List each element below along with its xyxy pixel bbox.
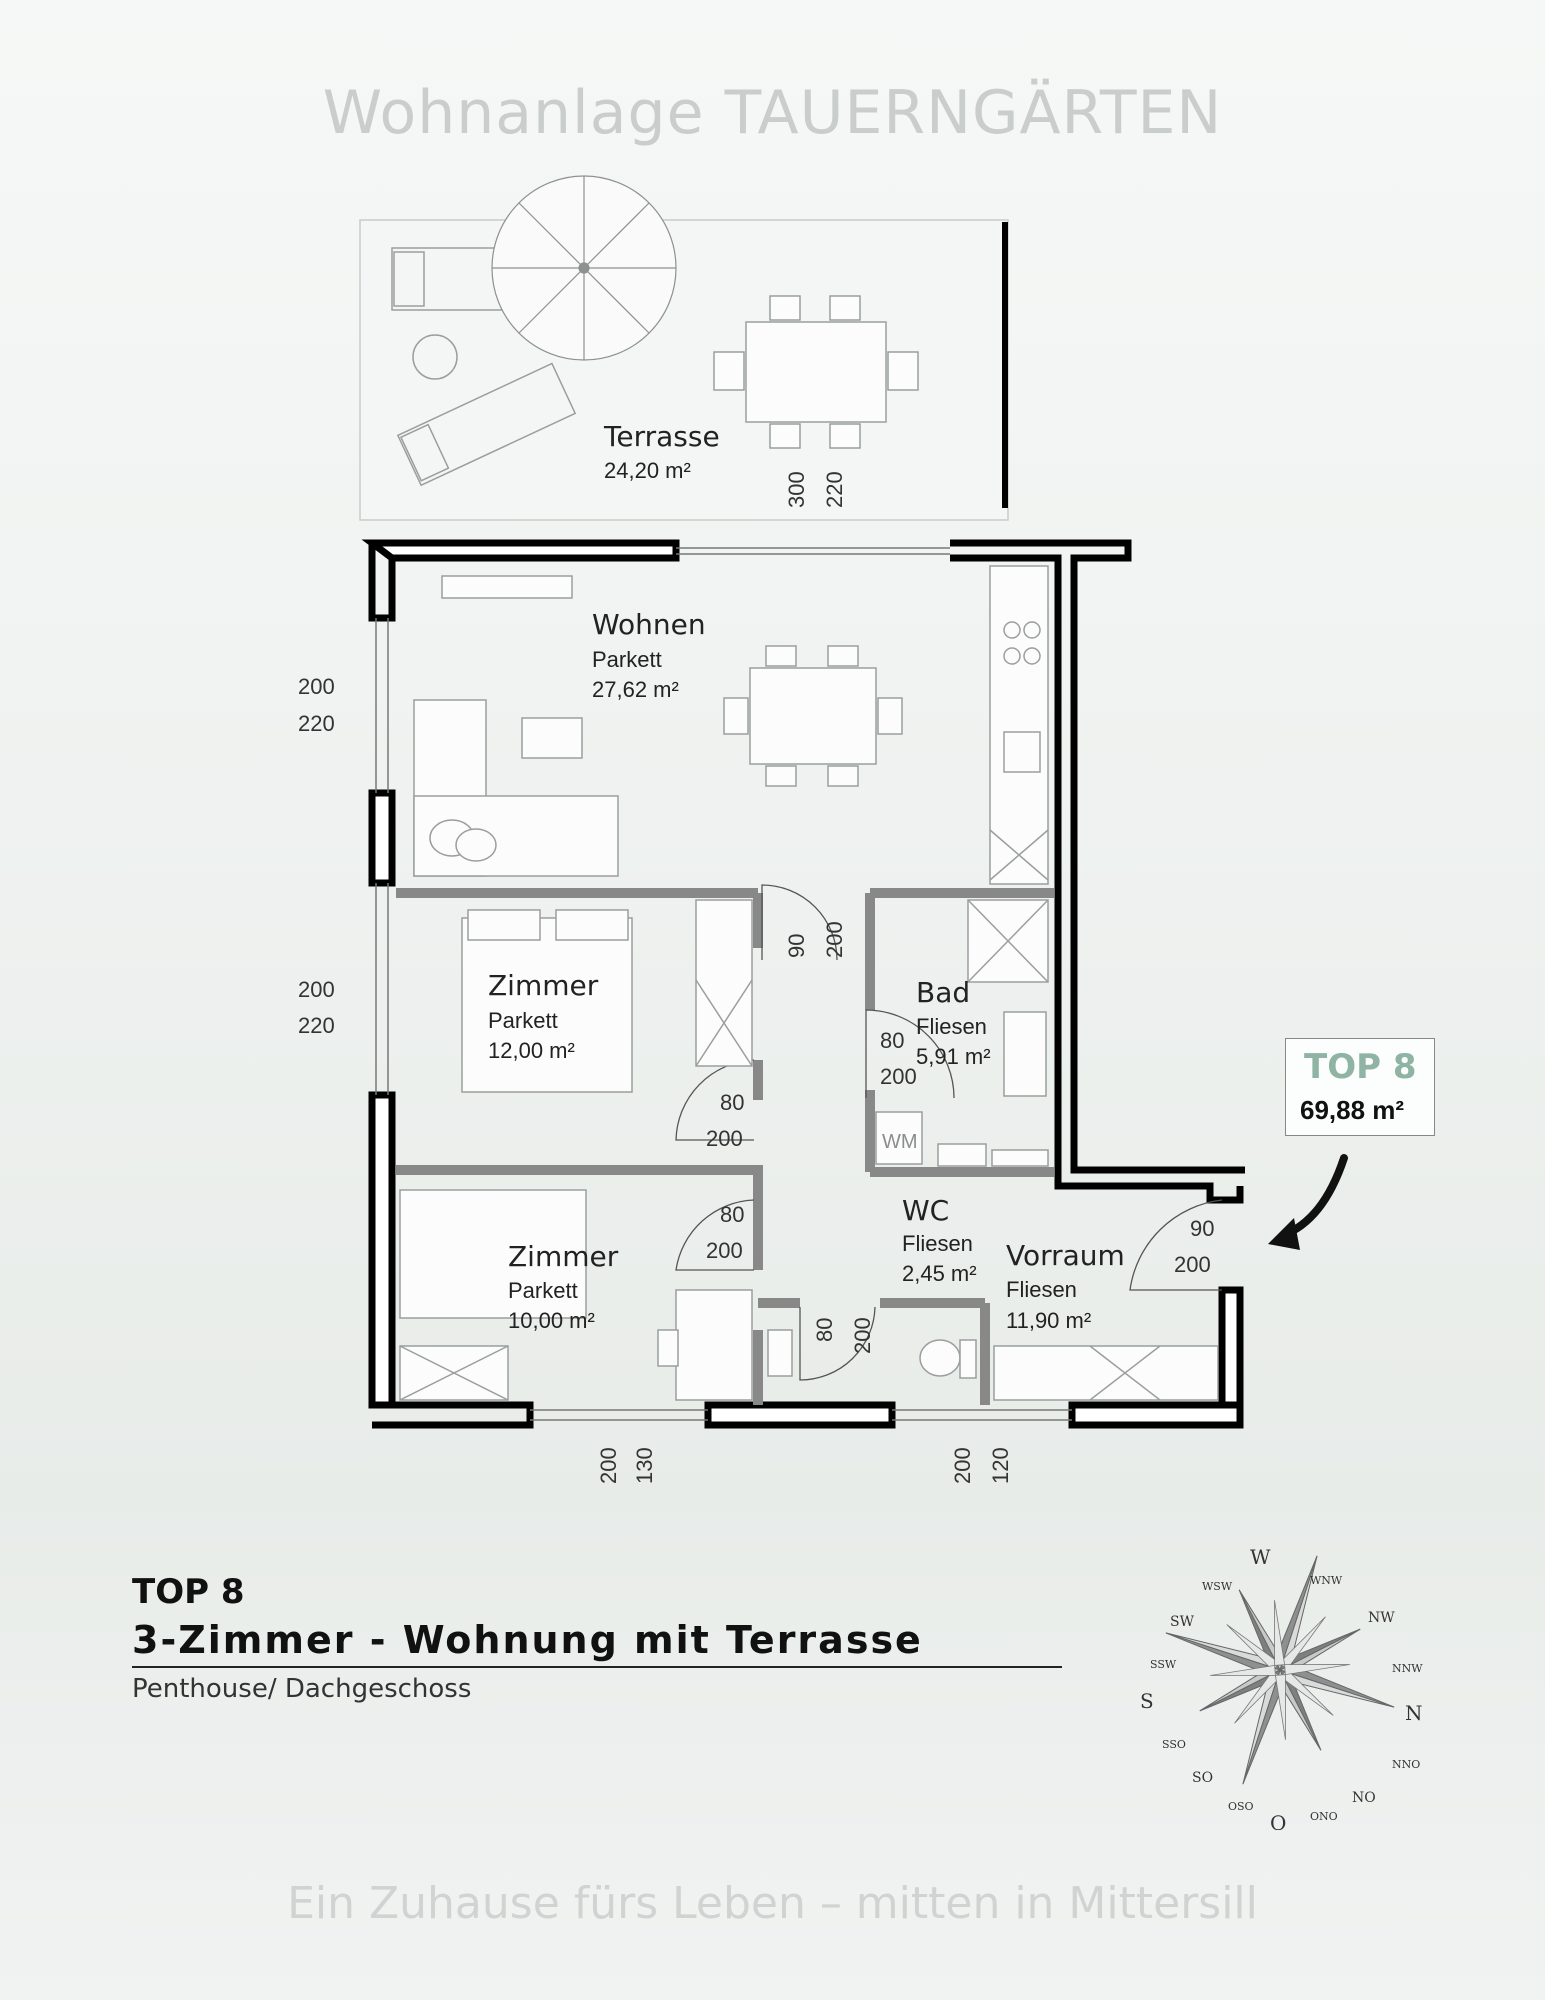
kitchen-counter (989, 565, 1049, 885)
dining-table-icon (749, 667, 877, 765)
compass-rose-icon: N NNO NO ONO O OSO SO SSO S SSW SW WSW W… (1140, 1545, 1423, 1830)
dim-door-zimmer1-height: 200 (706, 1126, 743, 1151)
wohnen-floor: Parkett (592, 647, 662, 672)
bedroom1-furniture (461, 899, 753, 1093)
top-badge-label: TOP 8 (1304, 1047, 1417, 1087)
dim-south-window-left-width: 200 (596, 1447, 621, 1484)
tv-board-icon (441, 575, 573, 599)
terrace-area-label: 24,20 m² (604, 458, 691, 483)
zimmer1-label: Zimmer (488, 969, 599, 1002)
bedroom2-furniture (399, 1189, 753, 1401)
vorraum-area: 11,90 m² (1006, 1308, 1091, 1333)
bathroom-fixtures (875, 899, 1049, 1167)
wc-floor: Fliesen (902, 1231, 973, 1256)
single-bed-icon (399, 1189, 587, 1319)
side-table-icon (412, 334, 458, 380)
compass-n: N (1405, 1701, 1423, 1725)
wohnen-label: Wohnen (592, 608, 706, 641)
dim-door-entry-height: 200 (1174, 1252, 1211, 1277)
unit-type: 3-Zimmer - Wohnung mit Terrasse (132, 1618, 1062, 1668)
washing-machine-icon (875, 1111, 923, 1165)
entry-wardrobe (993, 1345, 1219, 1401)
compass-sw: SW (1170, 1614, 1195, 1630)
compass-nw: NW (1368, 1610, 1395, 1626)
dim-west-window-mid-width: 200 (298, 977, 335, 1002)
compass-ono: ONO (1310, 1810, 1338, 1823)
compass-ssw: SSW (1150, 1658, 1177, 1671)
interior-walls (396, 888, 1054, 1405)
floor-plan: Terrasse 24,20 m² 300 220 (298, 175, 1348, 1484)
compass-s: S (1140, 1689, 1154, 1713)
dim-door-wohnen-width: 90 (784, 934, 809, 958)
terrace-area: Terrasse 24,20 m² 300 220 (359, 175, 1009, 521)
dim-west-window-top-height: 220 (298, 711, 335, 736)
dim-west-window-top-width: 200 (298, 674, 335, 699)
vorraum-floor: Fliesen (1006, 1277, 1077, 1302)
dim-door-entry-width: 90 (1190, 1216, 1214, 1241)
desk-icon (675, 1289, 753, 1401)
terrace-dining-table-icon (713, 295, 919, 449)
dim-door-wc-height: 200 (850, 1317, 875, 1354)
footer-slogan: Ein Zuhause fürs Leben – mitten in Mitte… (287, 1878, 1258, 1929)
compass-w: W (1250, 1545, 1271, 1569)
wohnen-area: 27,62 m² (592, 677, 679, 702)
dim-south-window-right-height: 120 (988, 1447, 1013, 1484)
compass-o: O (1270, 1811, 1286, 1830)
wc-label: WC (902, 1194, 949, 1227)
page-title: Wohnanlage TAUERNGÄRTEN (322, 78, 1223, 148)
zimmer1-floor: Parkett (488, 1008, 558, 1033)
compass-sso: SSO (1162, 1738, 1186, 1751)
double-bed-icon (461, 917, 633, 1093)
parasol-icon (491, 175, 677, 361)
zimmer2-area: 10,00 m² (508, 1308, 595, 1333)
bad-floor: Fliesen (916, 1014, 987, 1039)
coffee-table-icon (521, 717, 583, 759)
living-furniture (413, 575, 903, 877)
terrace-label: Terrasse (603, 420, 720, 453)
dim-door-bad-width: 80 (880, 1028, 904, 1053)
unit-floor: Penthouse/ Dachgeschoss (132, 1674, 472, 1704)
vorraum-label: Vorraum (1006, 1239, 1125, 1272)
compass-so: SO (1192, 1770, 1213, 1786)
dim-door-bad-height: 200 (880, 1064, 917, 1089)
wardrobe-icon (695, 899, 753, 1067)
compass-nnw: NNW (1392, 1662, 1423, 1675)
wc-fixtures (767, 1329, 977, 1379)
entrance-arrow-icon (1268, 1154, 1348, 1250)
dim-south-window-right-width: 200 (950, 1447, 975, 1484)
unit-info: TOP 8 3-Zimmer - Wohnung mit Terrasse Pe… (132, 1572, 1062, 1704)
compass-wnw: WNW (1310, 1574, 1343, 1587)
compass-wsw: WSW (1202, 1580, 1233, 1593)
top-badge: TOP 8 69,88 m² (1285, 1038, 1435, 1136)
wc-washbasin-icon (767, 1329, 793, 1377)
dim-door-wc-width: 80 (812, 1318, 837, 1342)
dim-west-window-mid-height: 220 (298, 1013, 335, 1038)
compass-star (1165, 1555, 1395, 1785)
sun-lounger-icon (396, 362, 577, 487)
compass-oso: OSO (1228, 1800, 1254, 1813)
compass-no: NO (1352, 1790, 1376, 1806)
exterior-walls (361, 539, 1245, 1429)
compass-nno: NNO (1392, 1758, 1420, 1771)
washing-machine-label: WM (882, 1131, 918, 1153)
dim-door-wohnen-height: 200 (822, 921, 847, 958)
dim-south-window-left-height: 130 (632, 1447, 657, 1484)
zimmer2-floor: Parkett (508, 1278, 578, 1303)
zimmer2-label: Zimmer (508, 1240, 619, 1273)
top-badge-area: 69,88 m² (1300, 1095, 1405, 1125)
washbasin-icon (1003, 1011, 1047, 1097)
dim-terrace-door-height: 220 (822, 471, 847, 508)
toilet-icon (919, 1339, 961, 1377)
dim-door-zimmer1-width: 80 (720, 1090, 744, 1115)
unit-id: TOP 8 (132, 1572, 245, 1612)
windows (375, 547, 1072, 1421)
zimmer1-area: 12,00 m² (488, 1038, 575, 1063)
wc-area: 2,45 m² (902, 1261, 977, 1286)
dim-door-zimmer2-width: 80 (720, 1202, 744, 1227)
bad-label: Bad (916, 976, 970, 1009)
dim-terrace-door-width: 300 (784, 471, 809, 508)
dim-door-zimmer2-height: 200 (706, 1238, 743, 1263)
bad-area: 5,91 m² (916, 1044, 991, 1069)
